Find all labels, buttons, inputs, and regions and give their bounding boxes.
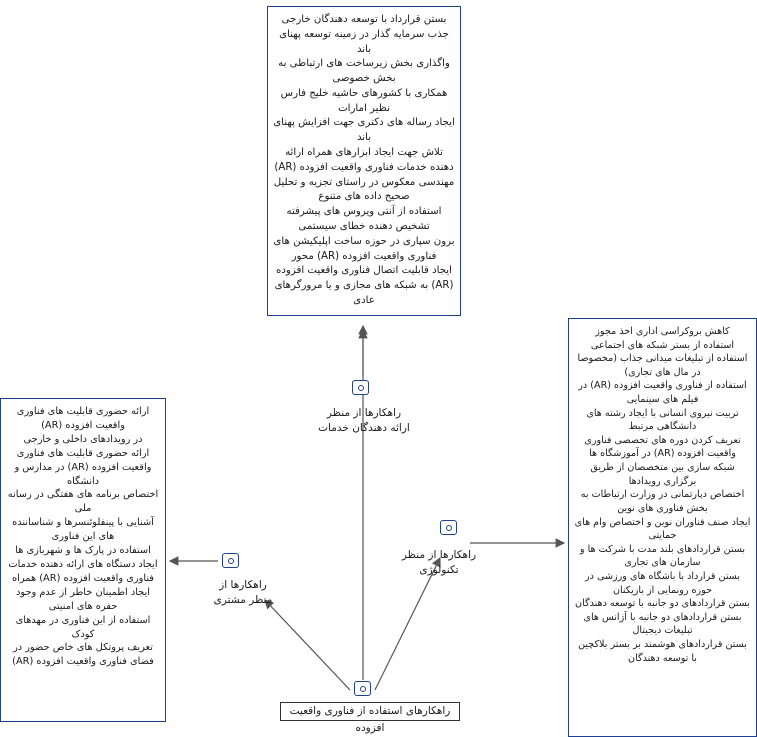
customer-item: آشنایی با پینفلوئنسرها و شناساننده های ا… xyxy=(12,517,154,543)
customer-item: استفاده از این فناوری در مهدهای کودک xyxy=(15,614,151,640)
customer-item: در رویدادهای داخلی و خارجی xyxy=(23,433,143,445)
technology-item: بستن قراردادهای هوشمند بر بستر بلاکچین ب… xyxy=(578,639,747,664)
services-item: استفاده از آنتی ویروس های پیشرفته تشخیص … xyxy=(286,206,442,232)
customer-node-icon xyxy=(222,553,239,568)
technology-item: بستن قراردادهای دو جانبه با توسعه دهندگا… xyxy=(575,598,750,610)
technology-item: بستن قرارداد با باشگاه های ورزشی در حوزه… xyxy=(585,570,740,596)
arrow-root-to-technology xyxy=(374,556,441,691)
technology-item: تعریف کردن دوره های تخصصی فناوری واقعیت … xyxy=(584,434,741,460)
technology-node-label: راهکارها از منظر تکنولوژی xyxy=(401,549,477,577)
services-strategies-box: بستن قرارداد با توسعه دهندگان خارجی جذب … xyxy=(267,6,461,316)
root-label: راهکارهای استفاده از فناوری واقعیت افزود… xyxy=(280,702,460,734)
technology-item: استفاده از بستر شبکه های اجتماعی xyxy=(590,339,735,351)
services-item: تلاش جهت ایجاد ابزارهای همراه ارائه دهند… xyxy=(274,147,454,173)
technology-node-icon xyxy=(440,520,457,535)
customer-item: استفاده در پارک ها و شهربازی ها xyxy=(15,545,151,557)
arrow-root-to-customer xyxy=(264,599,351,691)
technology-item: استفاده از تبلیغات میدانی جذاب (مخصوصا د… xyxy=(577,353,748,378)
customer-node-label: راهکارها از منظر مشتری xyxy=(213,579,273,607)
customer-item: ارائه حضوری قابلیت های فناوری واقعیت افز… xyxy=(16,406,150,431)
services-item: همکاری با کشورهای حاشیه خلیج فارس نظیر ا… xyxy=(280,87,448,114)
root-node-icon xyxy=(354,681,371,696)
customer-item: ایجاد دستگاه های ارائه دهنده خدمات فناور… xyxy=(8,558,158,584)
services-item: برون سپاری در حوزه ساخت اپلیکیشن های فنا… xyxy=(273,235,455,262)
services-item: مهندسی معکوس در راستای تجزیه و تحلیل صحی… xyxy=(273,176,455,203)
customer-item: تعریف پروتکل های خاص حضور در فضای فناوری… xyxy=(12,642,154,668)
customer-strategies-box: ارائه حضوری قابلیت های فناوری واقعیت افز… xyxy=(0,398,166,722)
customer-item: ایجاد اطمینان خاطر از عدم وجود حفره های … xyxy=(16,586,150,612)
technology-item: تربیت نیروی انسانی با ایجاد رشته های دان… xyxy=(586,407,739,433)
technology-item: شبکه سازی بین متخصصان از طریق برگزاری رو… xyxy=(590,462,735,487)
customer-item: ارائه حضوری قابلیت های فناوری واقعیت افز… xyxy=(14,447,152,487)
technology-item: اختصاص دپارتمانی در وزارت ارتباطات به بخ… xyxy=(580,489,745,514)
customer-item: اختصاص برنامه های هفتگی در رسانه ملی xyxy=(7,489,159,515)
technology-item: بستن قراردادهای بلند مدت با شرکت ها و سا… xyxy=(579,543,746,569)
technology-item: بستن قراردادهای دو جانبه با آژانس های تب… xyxy=(583,611,742,637)
technology-strategies-box: کاهش بروکراسی اداری اخذ مجوز استفاده از … xyxy=(568,318,757,737)
services-item: بستن قرارداد با توسعه دهندگان خارجی xyxy=(281,14,447,25)
services-item: ایجاد رساله های دکتری جهت افزایش پهنای ب… xyxy=(273,117,455,144)
services-node-icon xyxy=(352,380,369,395)
services-item: جذب سرمایه گذار در زمینه توسعه پهنای بان… xyxy=(279,28,449,55)
services-node-label: راهکارها از منظر ارائه دهندگان خدمات xyxy=(318,407,410,435)
technology-item: استفاده از فناوری واقعیت افزوده (AR) در … xyxy=(578,380,747,406)
technology-item: ایجاد صنف فناوران نوین و اختصاص وام های … xyxy=(574,516,751,542)
technology-item: کاهش بروکراسی اداری اخذ مجوز xyxy=(595,326,730,337)
services-item: ایجاد قابلیت اتصال فناوری واقعیت افزوده … xyxy=(274,265,454,306)
services-item: واگذاری بخش زیرساخت های ارتباطی به بخش خ… xyxy=(278,58,450,85)
